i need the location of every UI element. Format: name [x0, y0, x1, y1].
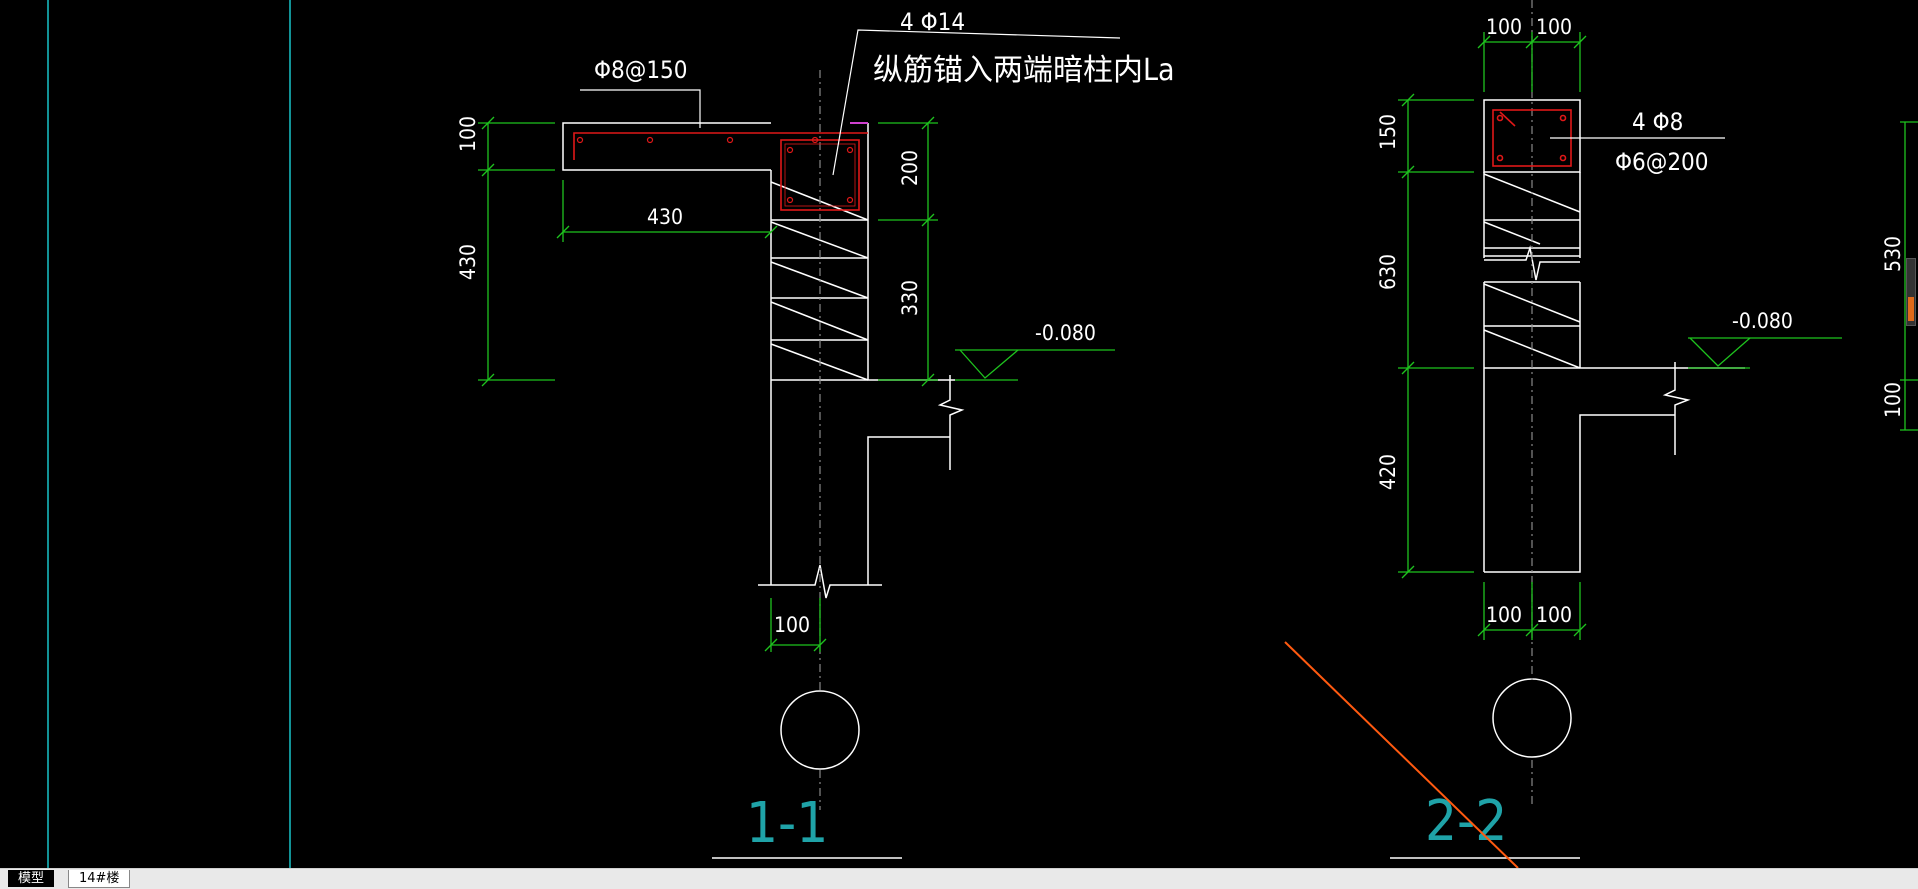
label-stirrup-1: Φ8@150 [594, 56, 688, 84]
dimensions-1-1 [478, 116, 1115, 652]
label-note-1: 纵筋锚入两端暗柱内La [873, 53, 1175, 88]
leader-stirrup-1 [580, 89, 701, 128]
dim-100-left: 100 [456, 116, 480, 152]
label-main-1: 4 Φ14 [900, 8, 965, 36]
section-2-2 [1390, 99, 1745, 859]
section-marker-circle [780, 690, 860, 770]
dim-100-right: 100 [1881, 382, 1905, 418]
dim-430-vertical: 430 [456, 244, 480, 280]
layout-tab-bar: 模型 14#楼 [0, 868, 1918, 889]
label-main-2: 4 Φ8 [1632, 108, 1683, 136]
dim-top-right: 100 [1536, 15, 1572, 39]
label-stirrup-2: Φ6@200 [1615, 148, 1709, 176]
dim-530: 530 [1881, 236, 1905, 272]
right-scroll-handle[interactable] [1906, 258, 1916, 326]
cad-model-space[interactable]: Φ8@150 4 Φ14 纵筋锚入两端暗柱内La 100 430 430 200… [0, 0, 1918, 868]
section-1-1 [562, 122, 965, 859]
cad-drawing: Φ8@150 4 Φ14 纵筋锚入两端暗柱内La 100 430 430 200… [47, 0, 1918, 868]
foundation-step [867, 436, 950, 585]
scroll-thumb[interactable] [1908, 297, 1914, 321]
dim-430-horizontal: 430 [647, 205, 683, 229]
elevation-1: -0.080 [1035, 321, 1096, 345]
orange-guide-line [1284, 641, 1519, 868]
dim-630: 630 [1376, 254, 1400, 290]
dim-bottom-left: 100 [1486, 603, 1522, 627]
leader-main-1 [832, 29, 1121, 176]
elevation-2: -0.080 [1732, 309, 1793, 333]
section-title-1-1: 1-1 [746, 791, 828, 856]
tab-layout-14[interactable]: 14#楼 [68, 870, 131, 888]
break-line-bottom [758, 564, 882, 599]
rebar-1-1 [573, 132, 868, 211]
dimensions-2-2 [1398, 32, 1918, 640]
hidden-column-rebar [780, 139, 860, 211]
dim-100-bottom: 100 [774, 613, 810, 637]
dim-330: 330 [898, 280, 922, 316]
slab-outline [562, 122, 771, 171]
break-line-right [937, 375, 965, 470]
dim-420: 420 [1376, 454, 1400, 490]
dim-150: 150 [1376, 114, 1400, 150]
dim-200: 200 [898, 150, 922, 186]
tab-model[interactable]: 模型 [8, 870, 55, 887]
dim-bottom-right: 100 [1536, 603, 1572, 627]
dim-top-left: 100 [1486, 15, 1522, 39]
